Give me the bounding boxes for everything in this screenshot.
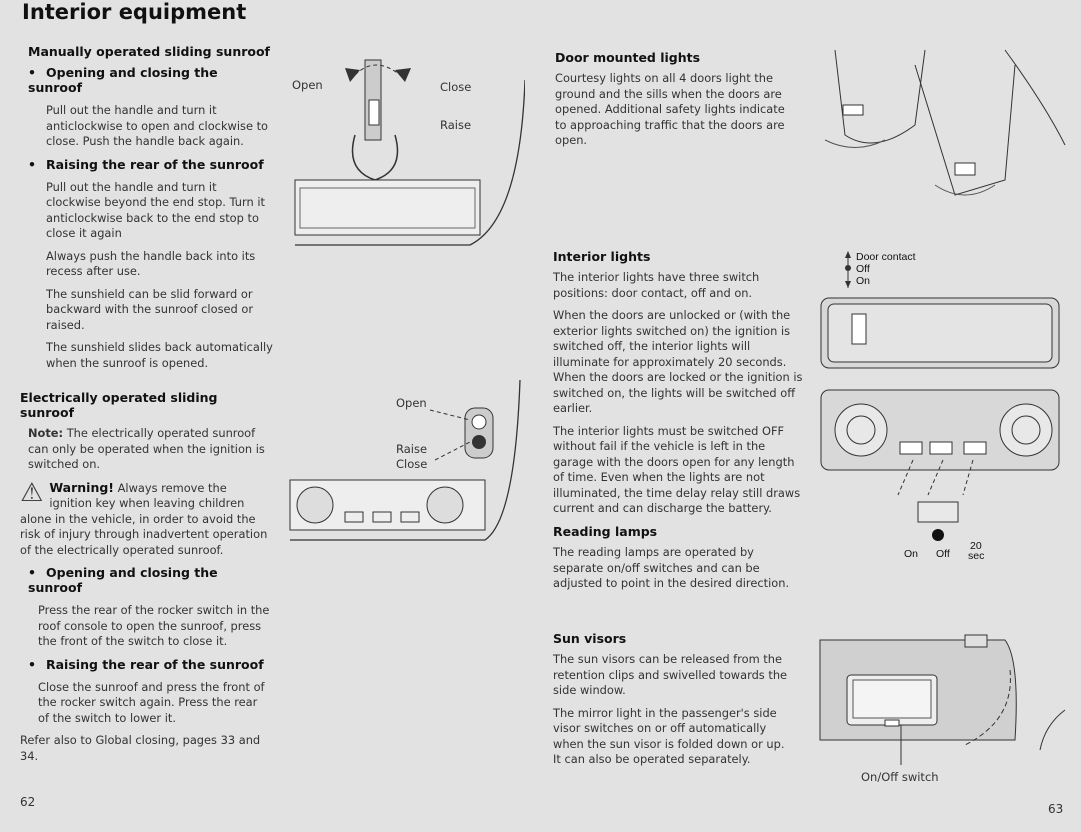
raise-label: Raise [396,442,428,456]
paragraph: The sunshield can be slid forward or bac… [46,286,254,332]
warning-text: Always remove the ignition key when leav… [20,480,268,557]
door-lights-section: Door mounted lights Courtesy lights on a… [555,50,785,156]
heading: Sun visors [553,631,627,646]
bullet-heading: Opening and closing the sunroof [20,565,270,595]
paragraph: Press the rear of the rocker switch in t… [38,603,270,648]
bullet-heading: Raising the rear of the sunroof [28,157,273,172]
on-label: On [904,548,919,560]
reading-lamps-section: Reading lamps The reading lamps are oper… [553,524,798,599]
note-label: Note: [28,426,64,440]
paragraph: Pull out the handle and turn it anticloc… [46,103,269,148]
interior-light-switch-diagram [820,251,1060,369]
paragraph: Always push the handle back into its rec… [46,248,256,279]
delay-number: 20 [970,540,982,552]
heading: Electrically operated sliding sunroof [20,390,218,420]
paragraph: The reading lamps are operated by separa… [553,545,790,590]
reading-lamps-diagram [820,389,1060,541]
delay-unit: sec [968,550,985,562]
electric-sunroof-section: Electrically operated sliding sunroof No… [20,390,270,771]
bullet-heading: Raising the rear of the sunroof [20,657,270,672]
heading: Manually operated sliding sunroof [28,44,270,59]
paragraph: The sun visors can be released from the … [553,652,788,697]
on-label: On [856,275,871,287]
open-label: Open [292,78,323,92]
roof-console-diagram [289,380,521,541]
page-number-left: 62 [20,795,36,809]
raise-label: Raise [440,118,472,132]
sun-visor-diagram [819,634,1066,765]
paragraph: The sunshield slides back automatically … [46,340,273,370]
paragraph: Courtesy lights on all 4 doors light the… [555,71,785,147]
close-label: Close [396,457,428,471]
bullet-heading: Opening and closing the sunroof [28,65,273,95]
off-label: Off [856,263,870,275]
interior-lights-section: Interior lights The interior lights have… [553,249,803,524]
heading: Interior lights [553,249,651,264]
open-label: Open [396,396,427,410]
paragraph: The mirror light in the passenger's side… [553,705,785,767]
heading: Door mounted lights [555,50,701,65]
door-lights-diagram [824,49,1066,196]
note-text: The electrically operated sunroof can on… [28,426,265,471]
warning-label: Warning! [49,479,114,495]
off-label: Off [936,548,950,560]
paragraph: Refer also to Global closing, pages 33 a… [20,733,261,763]
paragraph: The interior lights must be switched OFF… [553,423,801,516]
paragraph: Close the sunroof and press the front of… [38,679,265,725]
close-label: Close [440,80,472,94]
heading: Reading lamps [553,524,658,539]
page-number-right: 63 [1048,802,1064,816]
on-off-switch-label: On/Off switch [861,770,939,784]
warning-icon: ⚠ [20,477,44,508]
door-contact-label: Door contact [856,251,916,263]
manual-sunroof-section: Manually operated sliding sunroof Openin… [28,44,273,378]
sunroof-handle-diagram [294,59,525,246]
paragraph: When the doors are unlocked or (with the… [553,308,803,415]
paragraph: Pull out the handle and turn it clockwis… [46,179,265,241]
paragraph: The interior lights have three switch po… [553,270,760,300]
page-title: Interior equipment [22,0,247,24]
sun-visors-section: Sun visors The sun visors can be release… [553,631,793,775]
